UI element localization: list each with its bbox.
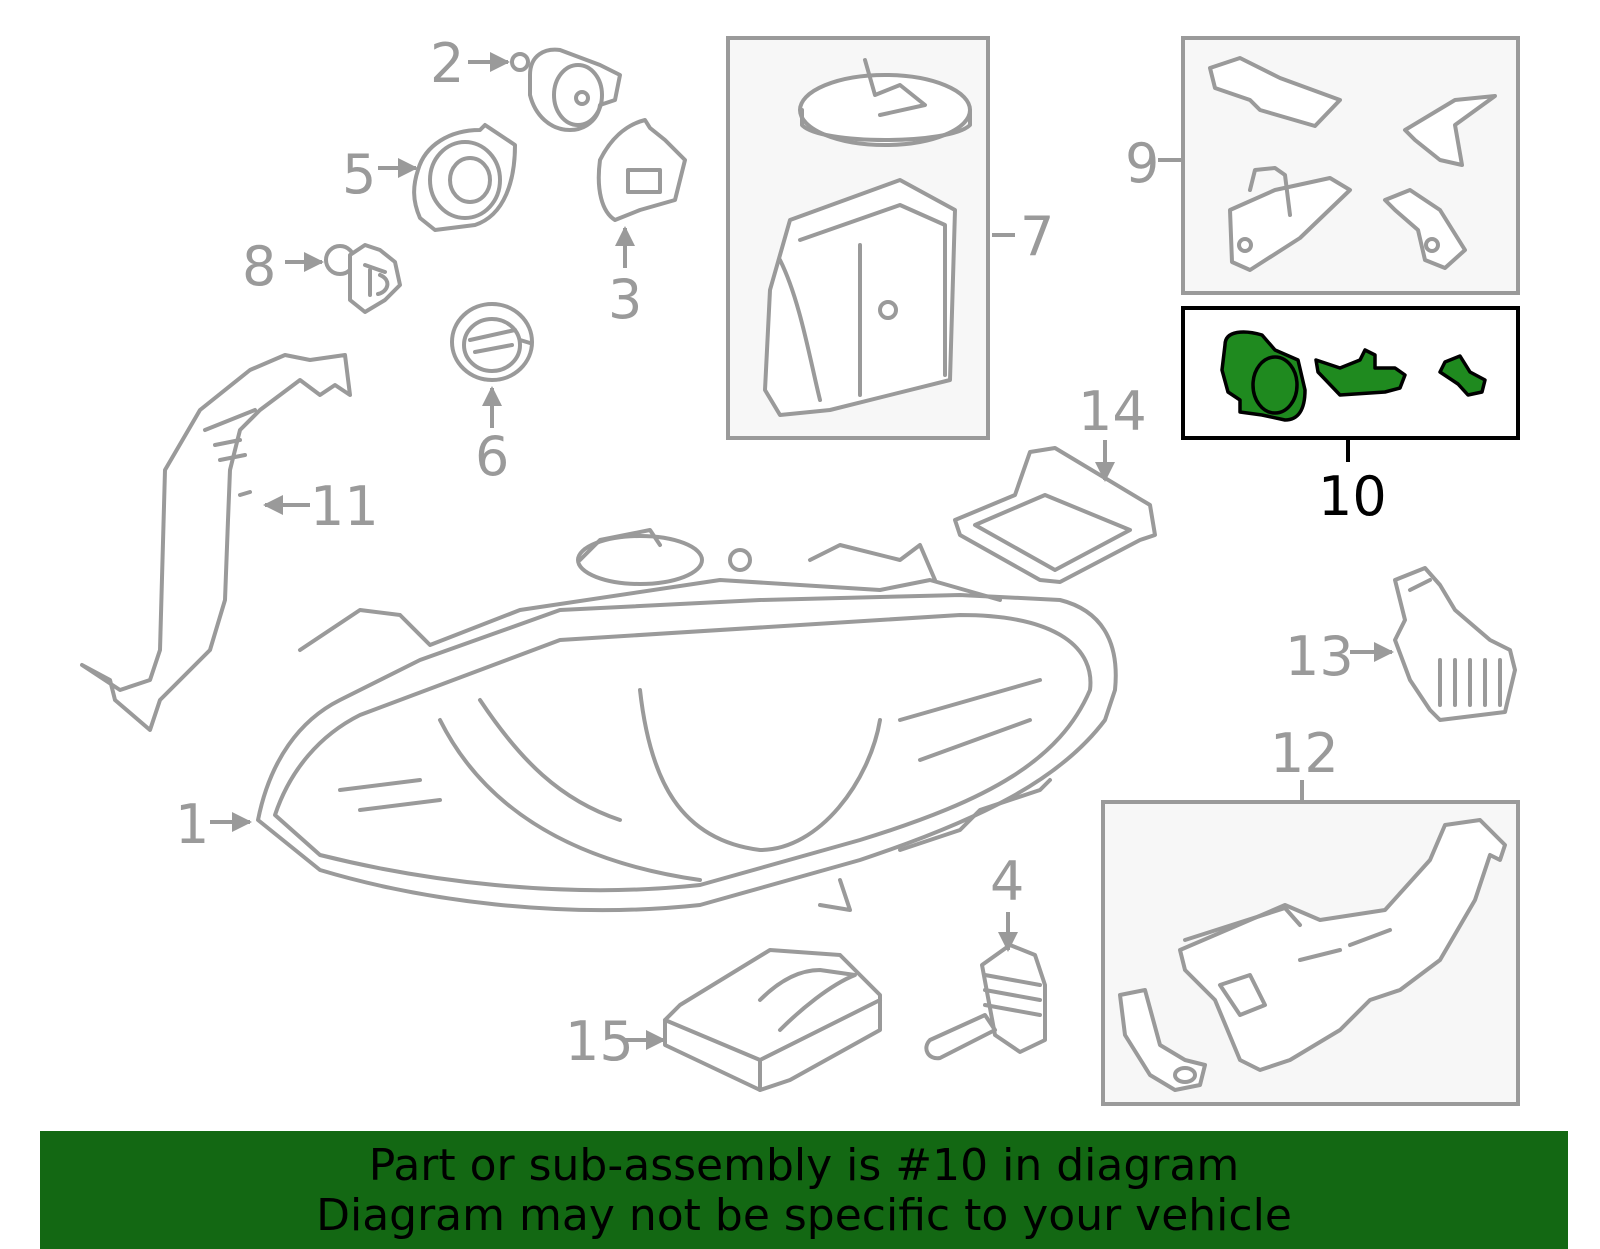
trim-strip	[80, 353, 352, 732]
callout-8: 8	[242, 235, 276, 298]
callout-5: 5	[342, 143, 376, 206]
leader-lines	[210, 52, 1394, 1050]
callout-6: 6	[475, 425, 509, 488]
headlamp-housing	[256, 528, 1118, 913]
callout-10: 10	[1318, 465, 1387, 528]
cover-panel	[953, 446, 1157, 584]
callout-13: 13	[1285, 625, 1354, 688]
info-banner: Part or sub-assembly is #10 in diagram D…	[40, 1131, 1568, 1249]
callout-4: 4	[990, 850, 1024, 913]
callout-11: 11	[310, 475, 379, 538]
adapter-ring	[412, 123, 517, 232]
xenon-bulb	[924, 943, 1047, 1061]
headlamp-cover	[596, 118, 687, 222]
callout-1: 1	[175, 793, 209, 856]
banner-line-2: Diagram may not be specific to your vehi…	[316, 1190, 1292, 1241]
callout-2: 2	[430, 32, 464, 95]
bulb-socket	[324, 243, 402, 314]
callout-9: 9	[1125, 132, 1159, 195]
callout-3: 3	[608, 268, 642, 331]
mounting-brackets	[1208, 56, 1497, 272]
ventilation-duct	[1118, 818, 1507, 1092]
control-unit	[763, 58, 972, 417]
access-cap	[450, 302, 534, 382]
wiring-connector	[1393, 566, 1517, 722]
callout-12: 12	[1270, 722, 1339, 785]
bulb-cap	[510, 47, 622, 132]
callout-14: 14	[1078, 380, 1147, 443]
callout-15: 15	[565, 1010, 634, 1073]
highlighted-part-10	[1220, 330, 1487, 422]
callout-7: 7	[1020, 205, 1054, 268]
banner-line-1: Part or sub-assembly is #10 in diagram	[368, 1140, 1240, 1191]
callout-labels: 1 2 3 4 5 6 7 8 9 10 11 12 13 14 15	[175, 32, 1387, 1073]
ballast-module	[663, 948, 882, 1092]
